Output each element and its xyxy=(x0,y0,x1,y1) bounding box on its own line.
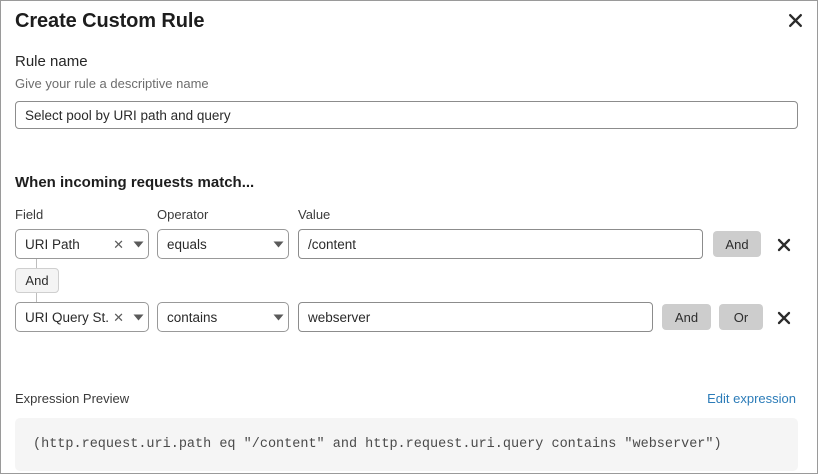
expression-preview-text: (http.request.uri.path eq "/content" and… xyxy=(33,437,722,452)
edit-expression-link[interactable]: Edit expression xyxy=(707,391,796,406)
clear-icon[interactable]: ✕ xyxy=(113,309,124,325)
field-select-value-row-2: URI Query St... xyxy=(25,309,110,325)
and-button-row-2[interactable]: And xyxy=(662,304,711,330)
operator-select-value-row-1: equals xyxy=(167,236,207,252)
column-label-field: Field xyxy=(15,207,44,222)
field-select-row-1[interactable]: URI Path ✕ xyxy=(15,229,149,259)
rule-name-help: Give your rule a descriptive name xyxy=(15,76,209,91)
rule-name-label: Rule name xyxy=(15,53,88,70)
or-button-row-2[interactable]: Or xyxy=(719,304,763,330)
delete-icon[interactable] xyxy=(774,235,794,255)
value-input-row-2[interactable] xyxy=(298,302,653,332)
connector-line-top xyxy=(36,258,37,269)
connector-line-bottom xyxy=(36,292,37,303)
chevron-down-icon[interactable] xyxy=(268,314,288,321)
rule-name-input[interactable] xyxy=(15,101,798,129)
and-button-row-1[interactable]: And xyxy=(713,231,761,257)
operator-select-row-1[interactable]: equals xyxy=(157,229,289,259)
chevron-down-icon[interactable] xyxy=(128,314,148,321)
close-icon[interactable] xyxy=(781,7,809,33)
expression-preview-box: (http.request.uri.path eq "/content" and… xyxy=(15,418,798,471)
field-select-row-2[interactable]: URI Query St... ✕ xyxy=(15,302,149,332)
dialog-title: Create Custom Rule xyxy=(15,10,205,32)
expression-preview-label: Expression Preview xyxy=(15,391,130,406)
connector-and-chip[interactable]: And xyxy=(15,268,59,293)
value-input-row-1[interactable] xyxy=(298,229,703,259)
column-label-operator: Operator xyxy=(157,207,209,222)
match-section-heading: When incoming requests match... xyxy=(15,174,255,191)
clear-icon[interactable]: ✕ xyxy=(113,236,124,252)
chevron-down-icon[interactable] xyxy=(268,241,288,248)
chevron-down-icon[interactable] xyxy=(128,241,148,248)
field-select-value-row-1: URI Path xyxy=(25,236,80,252)
operator-select-value-row-2: contains xyxy=(167,309,218,325)
operator-select-row-2[interactable]: contains xyxy=(157,302,289,332)
column-label-value: Value xyxy=(298,207,331,222)
delete-icon[interactable] xyxy=(774,308,794,328)
